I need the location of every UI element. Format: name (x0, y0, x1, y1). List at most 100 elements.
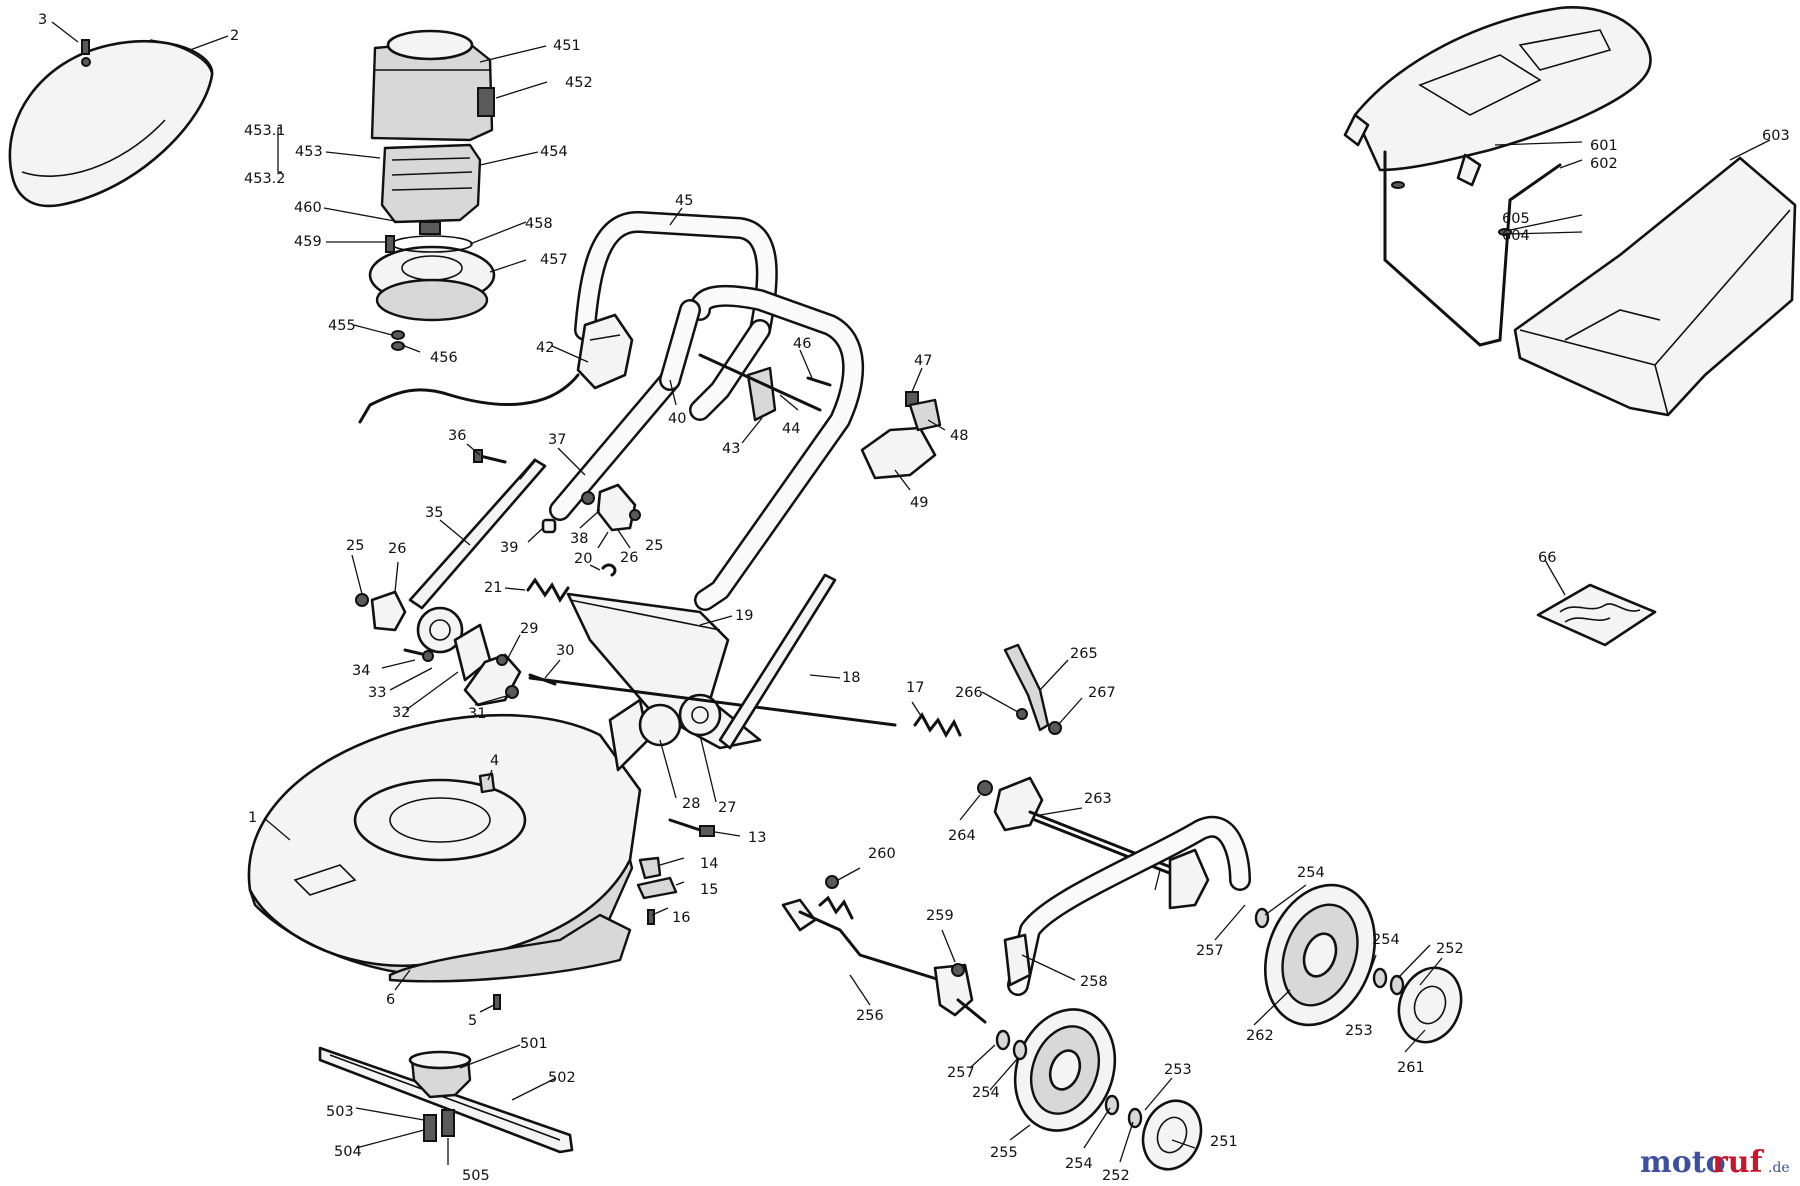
label-260: 260 (868, 846, 896, 862)
watermark-logo: moto ruf .de (1640, 1145, 1790, 1180)
part-257-washers-front (995, 1029, 1143, 1129)
label-255: 255 (990, 1145, 1018, 1161)
label-33: 33 (368, 685, 386, 701)
label-505: 505 (462, 1168, 490, 1184)
part-503-505-screws (423, 1109, 455, 1142)
label-459: 459 (294, 234, 322, 250)
label-34: 34 (352, 663, 370, 679)
part-601-grass-box-top (1343, 6, 1652, 187)
label-451: 451 (553, 38, 581, 54)
label-38: 38 (570, 531, 588, 547)
label-267: 267 (1088, 685, 1116, 701)
part-256-lever (781, 895, 987, 1024)
label-502: 502 (548, 1070, 576, 1086)
part-6-baffle (388, 913, 632, 983)
label-20: 20 (574, 551, 592, 567)
label-265: 265 (1070, 646, 1098, 662)
label-4: 4 (490, 753, 499, 769)
label-453: 453 (295, 144, 323, 160)
part-259-260-nuts (825, 875, 965, 977)
part-36-bolt (473, 449, 507, 464)
part-602-frame (1383, 150, 1562, 347)
label-254a: 254 (1297, 865, 1325, 881)
label-455: 455 (328, 318, 356, 334)
label-254d: 254 (1065, 1156, 1093, 1172)
part-254-washers-rear (1254, 907, 1405, 996)
label-42: 42 (536, 340, 554, 356)
label-40: 40 (668, 411, 686, 427)
label-25b: 25 (645, 538, 663, 554)
part-603-grass-bag (1513, 156, 1797, 417)
label-36: 36 (448, 428, 466, 444)
label-48: 48 (950, 428, 968, 444)
label-27: 27 (718, 800, 736, 816)
part-5-screw (493, 994, 501, 1010)
label-46: 46 (793, 336, 811, 352)
label-26b: 26 (620, 550, 638, 566)
part-457-motor-flange (368, 245, 496, 322)
leader-lines (51, 21, 1771, 1165)
part-18-axle (528, 676, 897, 727)
part-42-cable (358, 373, 580, 424)
label-25a: 25 (346, 538, 364, 554)
part-25-26-knob-left (355, 590, 407, 632)
part-45-handle (574, 211, 778, 421)
part-4-clip (478, 772, 496, 794)
label-603: 603 (1762, 128, 1790, 144)
label-602: 602 (1590, 156, 1618, 172)
label-16: 16 (672, 910, 690, 926)
label-19: 19 (735, 608, 753, 624)
part-42-switch-box (576, 313, 634, 390)
label-452: 452 (565, 75, 593, 91)
part-264-nut (977, 780, 993, 796)
part-number-labels: 3 2 451 452 453.1 453 453.2 454 460 458 … (38, 12, 1790, 1184)
part-47-48-49-clamp (860, 391, 942, 480)
part-263-front-axle (993, 776, 1210, 910)
label-15: 15 (700, 882, 718, 898)
label-29: 29 (520, 621, 538, 637)
label-261: 261 (1397, 1060, 1425, 1076)
label-66: 66 (1538, 550, 1556, 566)
part-604-605-screw (1391, 181, 1512, 236)
label-44: 44 (782, 421, 800, 437)
watermark-domain: .de (1768, 1160, 1790, 1176)
label-501: 501 (520, 1036, 548, 1052)
part-43-clip (746, 366, 777, 422)
label-453-1: 453.1 (244, 123, 286, 139)
label-6: 6 (386, 992, 395, 1008)
label-456: 456 (430, 350, 458, 366)
label-13: 13 (748, 830, 766, 846)
label-503: 503 (326, 1104, 354, 1120)
part-44-rod (698, 353, 822, 412)
label-453-2: 453.2 (244, 171, 286, 187)
label-254c: 254 (972, 1085, 1000, 1101)
label-252b: 252 (1102, 1168, 1130, 1184)
part-455-456-nuts (391, 330, 405, 351)
part-255-front-wheel (1013, 1008, 1117, 1132)
label-1: 1 (248, 810, 257, 826)
label-17: 17 (906, 680, 924, 696)
label-35: 35 (425, 505, 443, 521)
part-17-spring (913, 712, 962, 739)
label-37: 37 (548, 432, 566, 448)
label-259: 259 (926, 908, 954, 924)
part-27-28-wheel-bracket (608, 693, 722, 772)
part-459-screw (385, 235, 395, 253)
label-258: 258 (1080, 974, 1108, 990)
label-251: 251 (1210, 1134, 1238, 1150)
label-47: 47 (914, 353, 932, 369)
part-38-knob (581, 483, 641, 532)
label-266: 266 (955, 685, 983, 701)
label-26a: 26 (388, 541, 406, 557)
label-263: 263 (1084, 791, 1112, 807)
watermark-brand-a: moto (1640, 1145, 1726, 1180)
label-253b: 253 (1164, 1062, 1192, 1078)
label-254b: 254 (1372, 932, 1400, 948)
part-501-blade-adapter (408, 1050, 472, 1099)
label-504: 504 (334, 1144, 362, 1160)
label-31: 31 (468, 706, 486, 722)
label-604: 604 (1502, 228, 1530, 244)
part-251-hubcap-front (1141, 1099, 1203, 1171)
part-66-small-parts-bag (1536, 583, 1657, 647)
